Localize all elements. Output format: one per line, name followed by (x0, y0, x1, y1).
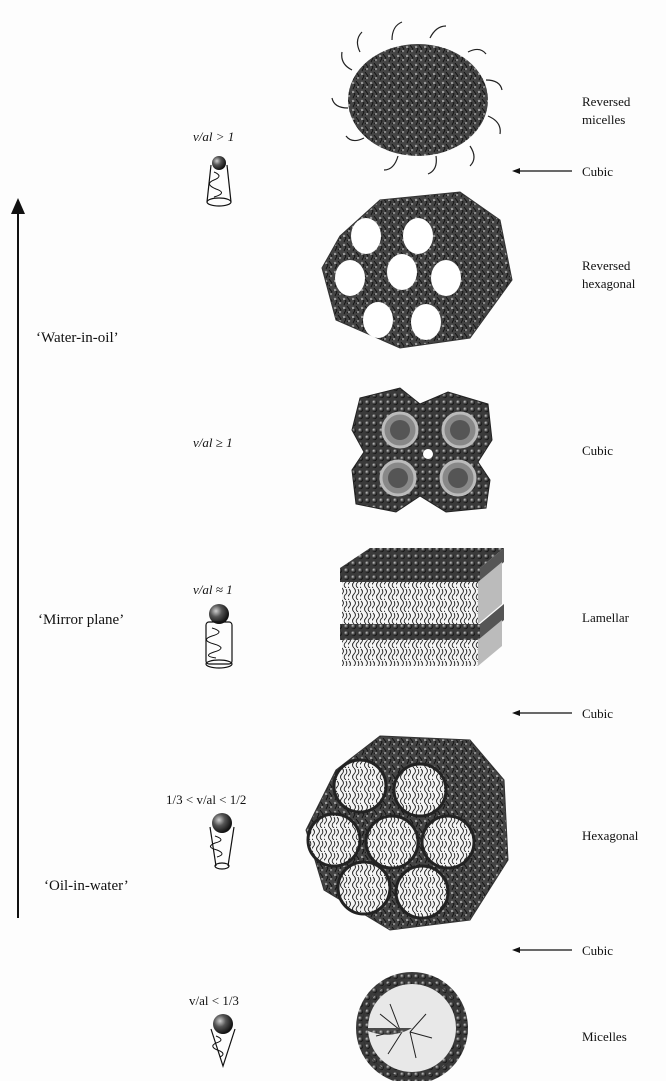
truncated-cone-shape-icon (210, 813, 234, 869)
cone-shape-icon (211, 1014, 235, 1066)
axis-arrow (11, 198, 25, 918)
phase-label-reversed-hexagonal-line1: Reversed (582, 258, 631, 273)
cubic-arrow-d (512, 947, 572, 953)
phase-label-hexagonal: Hexagonal (582, 828, 639, 843)
phase-label-cubic-c: Cubic (582, 706, 613, 721)
cubic-arrow-a (512, 168, 572, 174)
mirror-plane-label: ‘Mirror plane’ (38, 612, 124, 628)
phase-label-cubic-a: Cubic (582, 164, 613, 179)
ratio-label-5: v/al < 1/3 (189, 993, 239, 1008)
ratio-label-1: v/al > 1 (193, 129, 234, 144)
phase-label-cubic-d: Cubic (582, 943, 613, 958)
phase-label-reversed-hexagonal-line2: hexagonal (582, 276, 636, 291)
ratio-label-3: v/al ≈ 1 (193, 582, 233, 597)
phase-label-reversed-micelles-line1: Reversed (582, 94, 631, 109)
phase-label-cubic-b: Cubic (582, 443, 613, 458)
cubic-structure (352, 388, 492, 512)
cubic-arrow-c (512, 710, 572, 716)
water-in-oil-label: ‘Water-in-oil’ (36, 330, 119, 346)
cylinder-shape-icon (206, 604, 232, 668)
phase-label-micelles: Micelles (582, 1029, 627, 1044)
reversed-micelles-structure (332, 22, 502, 174)
phase-label-reversed-micelles-line2: micelles (582, 112, 625, 127)
reversed-hexagonal-structure (322, 192, 512, 348)
micelle-structure (362, 978, 462, 1078)
inverted-cone-shape-icon (207, 156, 231, 206)
hexagonal-structure (306, 736, 508, 930)
lamellar-structure (340, 548, 504, 666)
ratio-label-4: 1/3 < v/al < 1/2 (166, 792, 246, 807)
ratio-label-2: v/al ≥ 1 (193, 435, 233, 450)
phase-label-lamellar: Lamellar (582, 610, 630, 625)
oil-in-water-label: ‘Oil-in-water’ (44, 878, 129, 894)
